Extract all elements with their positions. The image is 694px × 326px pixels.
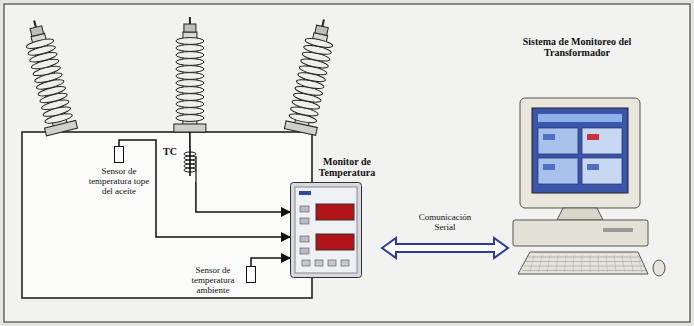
bushing xyxy=(19,17,78,136)
node-label: Sensor de temperatura ambiente xyxy=(186,266,240,296)
monitoring-computer: Sistema de Monitoreo del Transformador xyxy=(508,36,673,283)
ambient-sensor: Sensor de temperatura ambiente xyxy=(186,266,256,296)
bushing xyxy=(174,17,206,132)
computer-illustration xyxy=(508,68,668,283)
tc-coil xyxy=(181,146,199,182)
conductor xyxy=(189,132,191,147)
node-label: Monitor de Temperatura xyxy=(314,156,380,178)
bushing xyxy=(284,16,339,135)
transformer-tank xyxy=(22,132,312,298)
signal-wire xyxy=(119,140,290,237)
temperature-monitor: Monitor de Temperatura xyxy=(290,156,382,278)
frame xyxy=(4,4,690,322)
node-label: Sistema de Monitoreo del Transformador xyxy=(518,36,636,58)
signal-wire xyxy=(196,182,290,212)
oil-sensor: Sensor de temperatura tope del aceite xyxy=(88,146,150,197)
signal-wire xyxy=(251,258,290,266)
node-label: Sensor de temperatura tope del aceite xyxy=(88,167,150,197)
sensor-body xyxy=(246,266,256,283)
monitor-device xyxy=(290,182,362,278)
current-transformer: TC xyxy=(163,146,199,182)
node-label: TC xyxy=(163,146,177,157)
serial-link-arrow xyxy=(382,238,508,258)
connector-label: Comunicación Serial xyxy=(413,213,477,233)
bushings xyxy=(19,16,340,136)
sensor-body xyxy=(114,146,124,163)
